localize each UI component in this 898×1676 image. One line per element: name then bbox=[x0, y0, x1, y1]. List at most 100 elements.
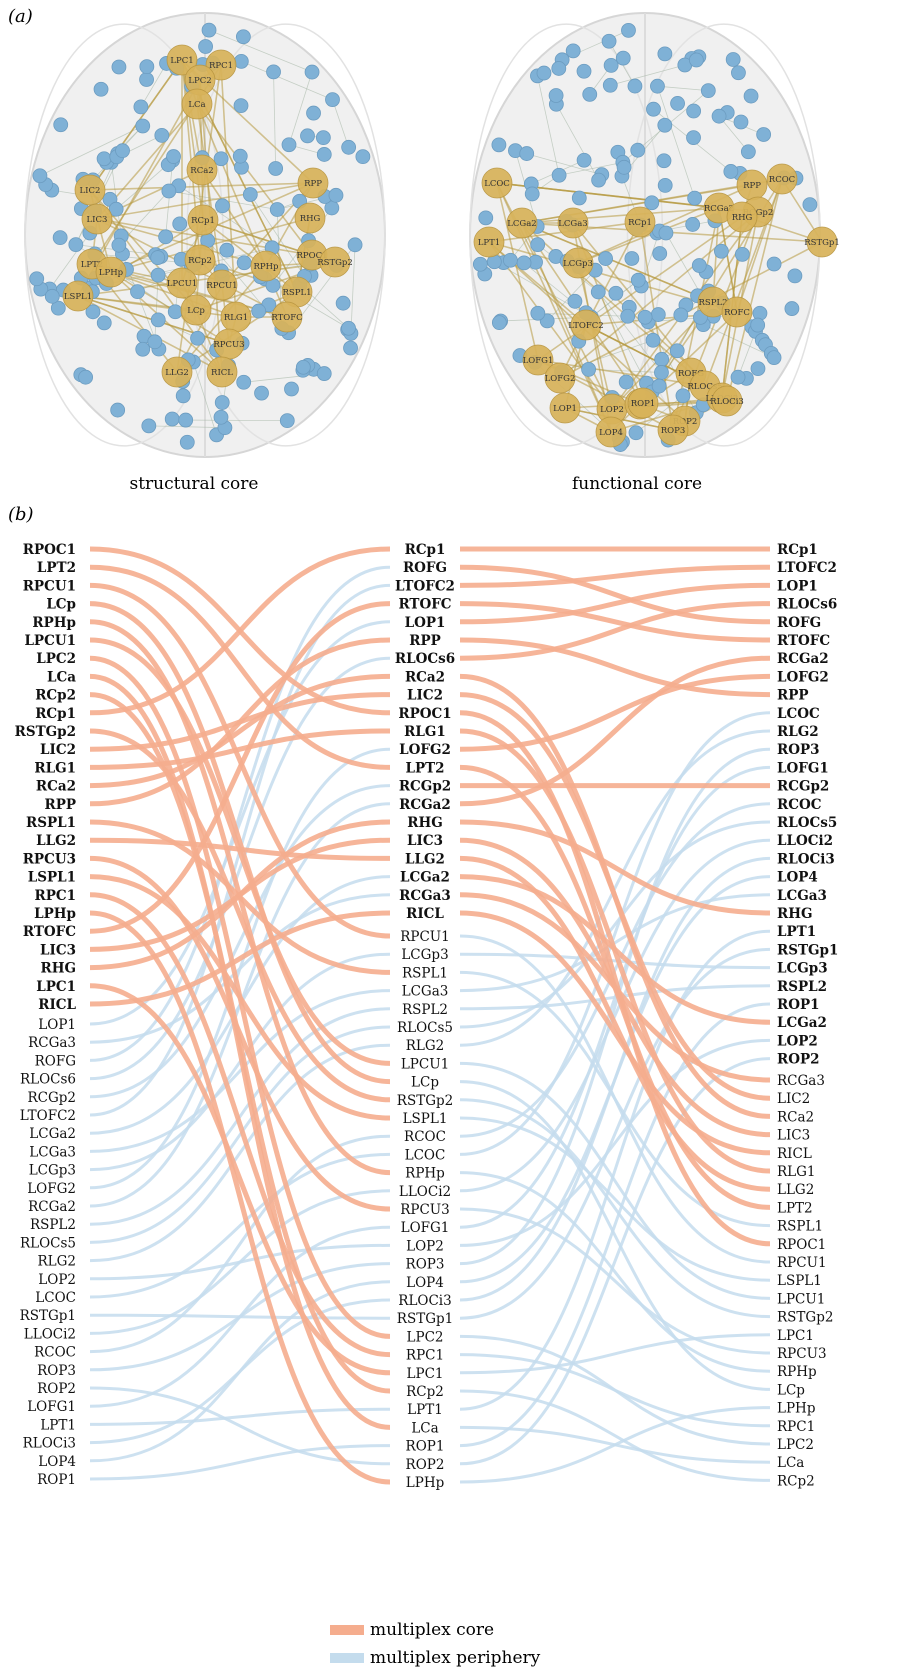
periphery-node bbox=[524, 186, 540, 202]
left-label-rlocs6: RLOCs6 bbox=[20, 1072, 76, 1088]
core-node bbox=[595, 416, 627, 448]
periphery-node bbox=[279, 413, 295, 429]
left-label-lop2: LOP2 bbox=[38, 1272, 76, 1288]
middle-right-flow-rpoc1 bbox=[459, 710, 771, 1247]
periphery-node bbox=[733, 114, 749, 130]
periphery-node bbox=[734, 246, 750, 262]
core-node-label: LCOC bbox=[484, 179, 510, 189]
periphery-node bbox=[686, 103, 702, 119]
periphery-node bbox=[598, 251, 614, 266]
right-label-rlocs5: RLOCs5 bbox=[777, 815, 837, 831]
periphery-node bbox=[166, 149, 181, 164]
core-node-label: LPC2 bbox=[188, 76, 211, 86]
core-node bbox=[549, 392, 581, 424]
periphery-node bbox=[50, 300, 66, 316]
periphery-node bbox=[135, 118, 151, 134]
right-label-llg2: LLG2 bbox=[777, 1182, 814, 1198]
periphery-node bbox=[478, 210, 494, 226]
left-middle-flow-rca2 bbox=[89, 673, 391, 789]
left-label-rstgp1: RSTGp1 bbox=[20, 1308, 76, 1324]
left-middle-flow-lop1 bbox=[89, 620, 391, 1026]
periphery-node bbox=[652, 246, 668, 261]
periphery-node bbox=[616, 159, 632, 175]
right-label-rspl1: RSPL1 bbox=[777, 1219, 823, 1235]
core-node-label: LOFG2 bbox=[545, 374, 576, 384]
left-label-lcga3: LCGa3 bbox=[29, 1144, 76, 1160]
periphery-node bbox=[673, 307, 689, 323]
middle-label-lcga3: LCGa3 bbox=[402, 984, 449, 1000]
core-node bbox=[766, 163, 798, 195]
left-middle-flow-lcoc bbox=[89, 1152, 391, 1299]
periphery-node bbox=[650, 78, 665, 94]
periphery-node bbox=[608, 285, 624, 301]
left-label-lloci2: LLOCi2 bbox=[24, 1326, 76, 1342]
left-middle-flow-rop1 bbox=[89, 1444, 391, 1481]
right-label-lofg1: LOFG1 bbox=[777, 760, 829, 776]
right-label-lofg2: LOFG2 bbox=[777, 669, 829, 685]
right-label-rop3: ROP3 bbox=[777, 742, 820, 758]
middle-right-flow-ricl bbox=[459, 910, 771, 1156]
legend-core: multiplex core bbox=[330, 1620, 494, 1640]
periphery-node bbox=[219, 242, 235, 258]
left-label-lic3: LIC3 bbox=[40, 942, 76, 958]
middle-label-rcp1: RCp1 bbox=[405, 542, 446, 558]
periphery-node bbox=[627, 78, 643, 94]
middle-right-flow-rstgp1 bbox=[459, 947, 771, 1320]
middle-label-rop2: ROP2 bbox=[406, 1457, 445, 1473]
middle-label-lpt1: LPT1 bbox=[407, 1402, 443, 1418]
periphery-node bbox=[491, 137, 507, 153]
right-label-rca2: RCa2 bbox=[777, 1109, 814, 1125]
periphery-node bbox=[530, 237, 546, 253]
middle-label-rlocs5: RLOCs5 bbox=[397, 1020, 453, 1036]
middle-label-rcp2: RCp2 bbox=[406, 1384, 444, 1400]
periphery-node bbox=[630, 272, 646, 288]
core-node-label: LOP4 bbox=[599, 428, 623, 438]
left-label-rstgp2: RSTGp2 bbox=[15, 724, 76, 740]
periphery-node bbox=[172, 216, 188, 232]
periphery-node bbox=[242, 187, 258, 202]
periphery-node bbox=[150, 267, 166, 283]
left-label-ltofc2: LTOFC2 bbox=[20, 1108, 76, 1124]
left-middle-flow-rhg bbox=[89, 819, 391, 971]
right-label-lcga2: LCGa2 bbox=[777, 1015, 827, 1031]
core-node bbox=[161, 356, 193, 388]
core-node bbox=[294, 202, 326, 234]
middle-right-flow-rcga3 bbox=[459, 892, 771, 1083]
periphery-node bbox=[576, 152, 592, 168]
right-label-rcp2: RCp2 bbox=[777, 1473, 815, 1489]
middle-label-lop4: LOP4 bbox=[406, 1275, 444, 1291]
periphery-node bbox=[591, 172, 607, 188]
periphery-node bbox=[551, 61, 567, 76]
core-node-label: RLG1 bbox=[224, 313, 248, 323]
periphery-node bbox=[328, 187, 344, 203]
periphery-node bbox=[740, 144, 756, 160]
periphery-node bbox=[300, 128, 315, 144]
periphery-node bbox=[316, 147, 332, 162]
core-node-label: LTOFC2 bbox=[568, 321, 603, 331]
left-middle-flow-lofg1 bbox=[89, 1225, 391, 1408]
core-node-label: LOFG1 bbox=[523, 356, 554, 366]
core-node-label: RLOCs5 bbox=[687, 382, 722, 392]
middle-label-rtofc: RTOFC bbox=[398, 597, 451, 613]
periphery-node bbox=[766, 256, 782, 272]
middle-right-flow-lic2 bbox=[459, 692, 771, 1101]
right-label-lpc1: LPC1 bbox=[777, 1328, 814, 1344]
right-label-lca: LCa bbox=[777, 1455, 804, 1471]
periphery-node bbox=[802, 197, 818, 213]
left-middle-flow-lpc1 bbox=[89, 983, 391, 1376]
core-node bbox=[557, 207, 589, 239]
periphery-node bbox=[620, 308, 636, 324]
left-label-lpt1: LPT1 bbox=[40, 1417, 76, 1433]
periphery-node bbox=[341, 139, 357, 155]
periphery-node bbox=[669, 343, 685, 359]
left-label-rtofc: RTOFC bbox=[23, 924, 76, 940]
core-node bbox=[806, 226, 838, 258]
functional-core-caption: functional core bbox=[571, 474, 703, 494]
middle-label-rpc1: RPC1 bbox=[406, 1348, 444, 1364]
left-label-rlg1: RLG1 bbox=[34, 760, 76, 776]
flows bbox=[89, 546, 771, 1485]
periphery-node bbox=[355, 149, 371, 165]
core-node-label: RHG bbox=[300, 214, 321, 224]
middle-right-flow-lofg2 bbox=[459, 673, 771, 752]
